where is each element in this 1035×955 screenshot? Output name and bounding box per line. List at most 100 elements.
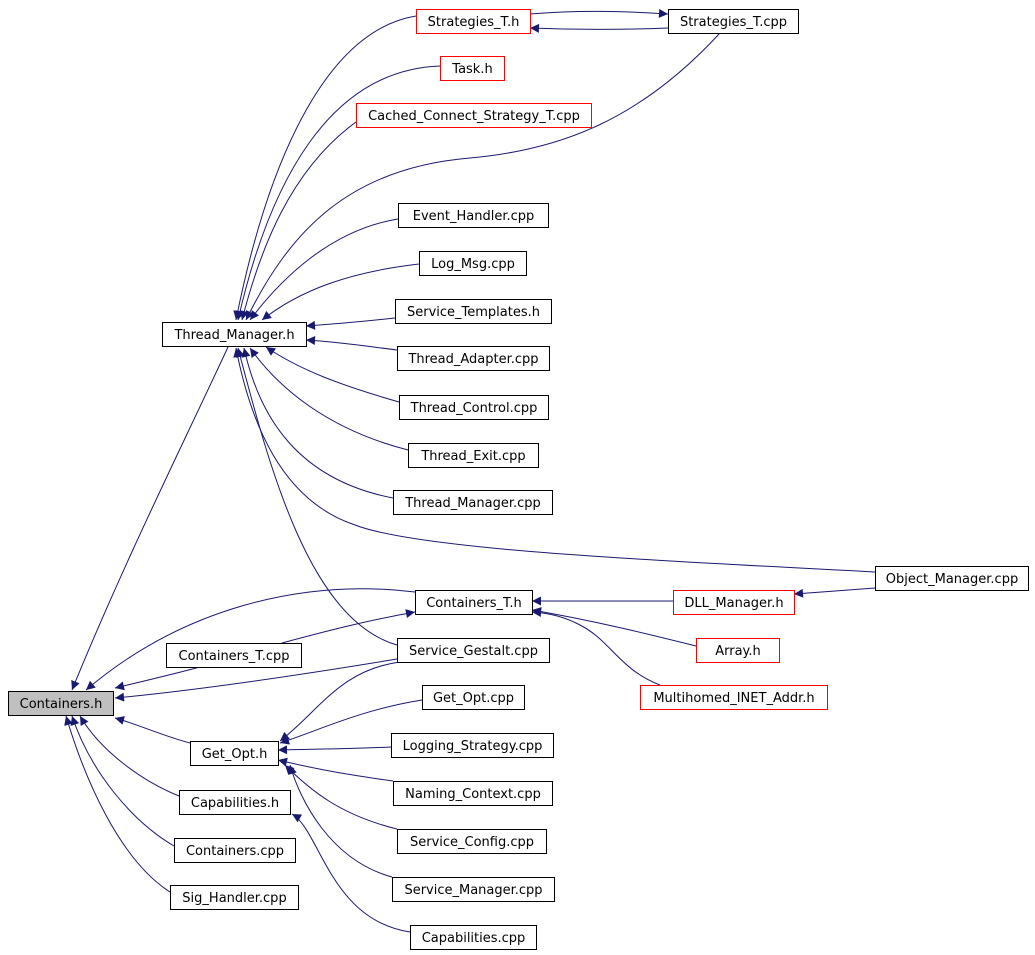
node-label: Thread_Exit.cpp xyxy=(420,449,525,464)
node-box xyxy=(356,103,592,128)
node-box xyxy=(393,781,553,806)
node-strategies-t-cpp[interactable]: Strategies_T.cpp xyxy=(668,9,799,34)
edge-array_h-to-containers_t_h xyxy=(531,607,697,647)
edge-thread_control-to-thread_manager_h xyxy=(265,346,400,403)
node-box xyxy=(640,685,828,710)
node-sig-handler-cpp[interactable]: Sig_Handler.cpp xyxy=(170,885,299,910)
edge-cached_connect-to-thread_manager_h xyxy=(239,121,357,321)
node-box xyxy=(673,590,795,615)
node-label: Get_Opt.cpp xyxy=(433,691,514,706)
node-box xyxy=(392,877,555,902)
node-containers-t-h[interactable]: Containers_T.h xyxy=(415,590,533,615)
node-box xyxy=(393,490,553,515)
node-naming-context-cpp[interactable]: Naming_Context.cpp xyxy=(393,781,553,806)
node-box xyxy=(668,9,799,34)
node-label: Containers.cpp xyxy=(186,844,284,859)
edge-strategies_t_cpp-to-strategies_t_h xyxy=(529,23,669,33)
node-label: Strategies_T.cpp xyxy=(680,15,787,30)
edge-containers_t_cpp-to-containers_h xyxy=(114,666,201,691)
edge-thread_adapter-to-thread_manager_h xyxy=(305,336,398,351)
node-label: Service_Gestalt.cpp xyxy=(409,644,538,659)
node-get-opt-cpp[interactable]: Get_Opt.cpp xyxy=(422,685,525,710)
node-label: Thread_Manager.cpp xyxy=(404,496,541,511)
node-thread-manager-h[interactable]: Thread_Manager.h xyxy=(162,322,307,347)
node-label: Service_Templates.h xyxy=(407,305,540,320)
node-box xyxy=(440,56,505,81)
edge-strategies_t_cpp-to-thread_manager_h xyxy=(245,32,721,321)
node-box xyxy=(395,299,552,324)
edge-service_gestalt-to-thread_manager_h xyxy=(235,347,398,646)
node-thread-control-cpp[interactable]: Thread_Control.cpp xyxy=(399,395,549,420)
node-thread-exit-cpp[interactable]: Thread_Exit.cpp xyxy=(408,443,539,468)
node-label: Thread_Adapter.cpp xyxy=(407,352,538,367)
edge-service_manager-to-get_opt_h xyxy=(288,764,393,878)
edge-object_manager-to-thread_manager_h xyxy=(233,347,876,573)
node-box xyxy=(391,733,554,758)
node-label: Containers.h xyxy=(20,697,103,712)
nodes-layer: Containers.h Strategies_T.h Strategies_T… xyxy=(8,9,1029,950)
node-label: Sig_Handler.cpp xyxy=(182,891,286,906)
node-thread-manager-cpp[interactable]: Thread_Manager.cpp xyxy=(393,490,553,515)
node-box xyxy=(875,566,1029,591)
node-label: Containers_T.h xyxy=(426,596,522,611)
node-object-manager-cpp[interactable]: Object_Manager.cpp xyxy=(875,566,1029,591)
node-task-h[interactable]: Task.h xyxy=(440,56,505,81)
node-label: Capabilities.cpp xyxy=(422,931,526,946)
node-box xyxy=(162,322,307,347)
node-capabilities-cpp[interactable]: Capabilities.cpp xyxy=(410,925,537,950)
node-get-opt-h[interactable]: Get_Opt.h xyxy=(190,741,279,766)
node-label: Naming_Context.cpp xyxy=(405,787,541,802)
edge-service_gestalt-to-containers_h xyxy=(114,658,398,702)
node-multihomed-inet-addr-h[interactable]: Multihomed_INET_Addr.h xyxy=(640,685,828,710)
node-containers-t-cpp[interactable]: Containers_T.cpp xyxy=(166,643,302,668)
node-box xyxy=(422,685,525,710)
node-thread-adapter-cpp[interactable]: Thread_Adapter.cpp xyxy=(397,346,550,371)
edge-strategies_t_h-to-strategies_t_cpp xyxy=(529,8,669,18)
edge-task_h-to-thread_manager_h xyxy=(235,65,441,321)
edge-capabilities_h-to-containers_h xyxy=(79,715,180,797)
node-box xyxy=(397,638,550,663)
edge-thread_manager_cpp-to-thread_manager_h xyxy=(241,347,394,499)
node-label: Service_Manager.cpp xyxy=(404,883,542,898)
node-box xyxy=(419,251,527,276)
node-log-msg-cpp[interactable]: Log_Msg.cpp xyxy=(419,251,527,276)
node-array-h[interactable]: Array.h xyxy=(696,638,780,663)
node-strategies-t-h[interactable]: Strategies_T.h xyxy=(416,9,531,34)
edge-naming_context-to-get_opt_h xyxy=(277,757,394,782)
node-containers-cpp[interactable]: Containers.cpp xyxy=(174,838,296,863)
node-box xyxy=(170,885,299,910)
edge-capabilities_cpp-to-capabilities_h xyxy=(291,813,411,933)
node-box xyxy=(416,9,531,34)
node-containers-h[interactable]: Containers.h xyxy=(8,691,114,716)
edge-service_templates-to-thread_manager_h xyxy=(305,317,396,330)
node-service-config-cpp[interactable]: Service_Config.cpp xyxy=(397,829,547,854)
node-service-gestalt-cpp[interactable]: Service_Gestalt.cpp xyxy=(397,638,550,663)
node-service-templates-h[interactable]: Service_Templates.h xyxy=(395,299,552,324)
node-box xyxy=(166,643,302,668)
node-label: Containers_T.cpp xyxy=(179,649,290,664)
edge-object_manager-to-dll_manager xyxy=(793,587,876,598)
node-box xyxy=(190,741,279,766)
node-dll-manager-h[interactable]: DLL_Manager.h xyxy=(673,590,795,615)
node-capabilities-h[interactable]: Capabilities.h xyxy=(179,790,291,815)
node-service-manager-cpp[interactable]: Service_Manager.cpp xyxy=(392,877,555,902)
node-label: Cached_Connect_Strategy_T.cpp xyxy=(368,109,580,124)
node-box xyxy=(408,443,539,468)
node-box xyxy=(174,838,296,863)
node-label: Multihomed_INET_Addr.h xyxy=(653,691,814,706)
node-box xyxy=(397,346,550,371)
node-label: Thread_Manager.h xyxy=(173,328,294,343)
node-label: Logging_Strategy.cpp xyxy=(403,739,543,754)
node-box xyxy=(399,395,549,420)
edge-service_gestalt-to-get_opt_h xyxy=(279,661,401,742)
node-cached-connect-strategy-t-cpp[interactable]: Cached_Connect_Strategy_T.cpp xyxy=(356,103,592,128)
node-label: Service_Config.cpp xyxy=(410,835,534,850)
node-event-handler-cpp[interactable]: Event_Handler.cpp xyxy=(398,203,549,228)
node-label: Array.h xyxy=(715,644,761,659)
node-logging-strategy-cpp[interactable]: Logging_Strategy.cpp xyxy=(391,733,554,758)
node-label: Get_Opt.h xyxy=(202,747,268,762)
edges-layer xyxy=(64,8,876,933)
edge-thread_exit-to-thread_manager_h xyxy=(249,347,409,451)
node-label: Thread_Control.cpp xyxy=(410,401,538,416)
edge-containers_t_cpp-to-containers_t_h xyxy=(281,609,416,644)
